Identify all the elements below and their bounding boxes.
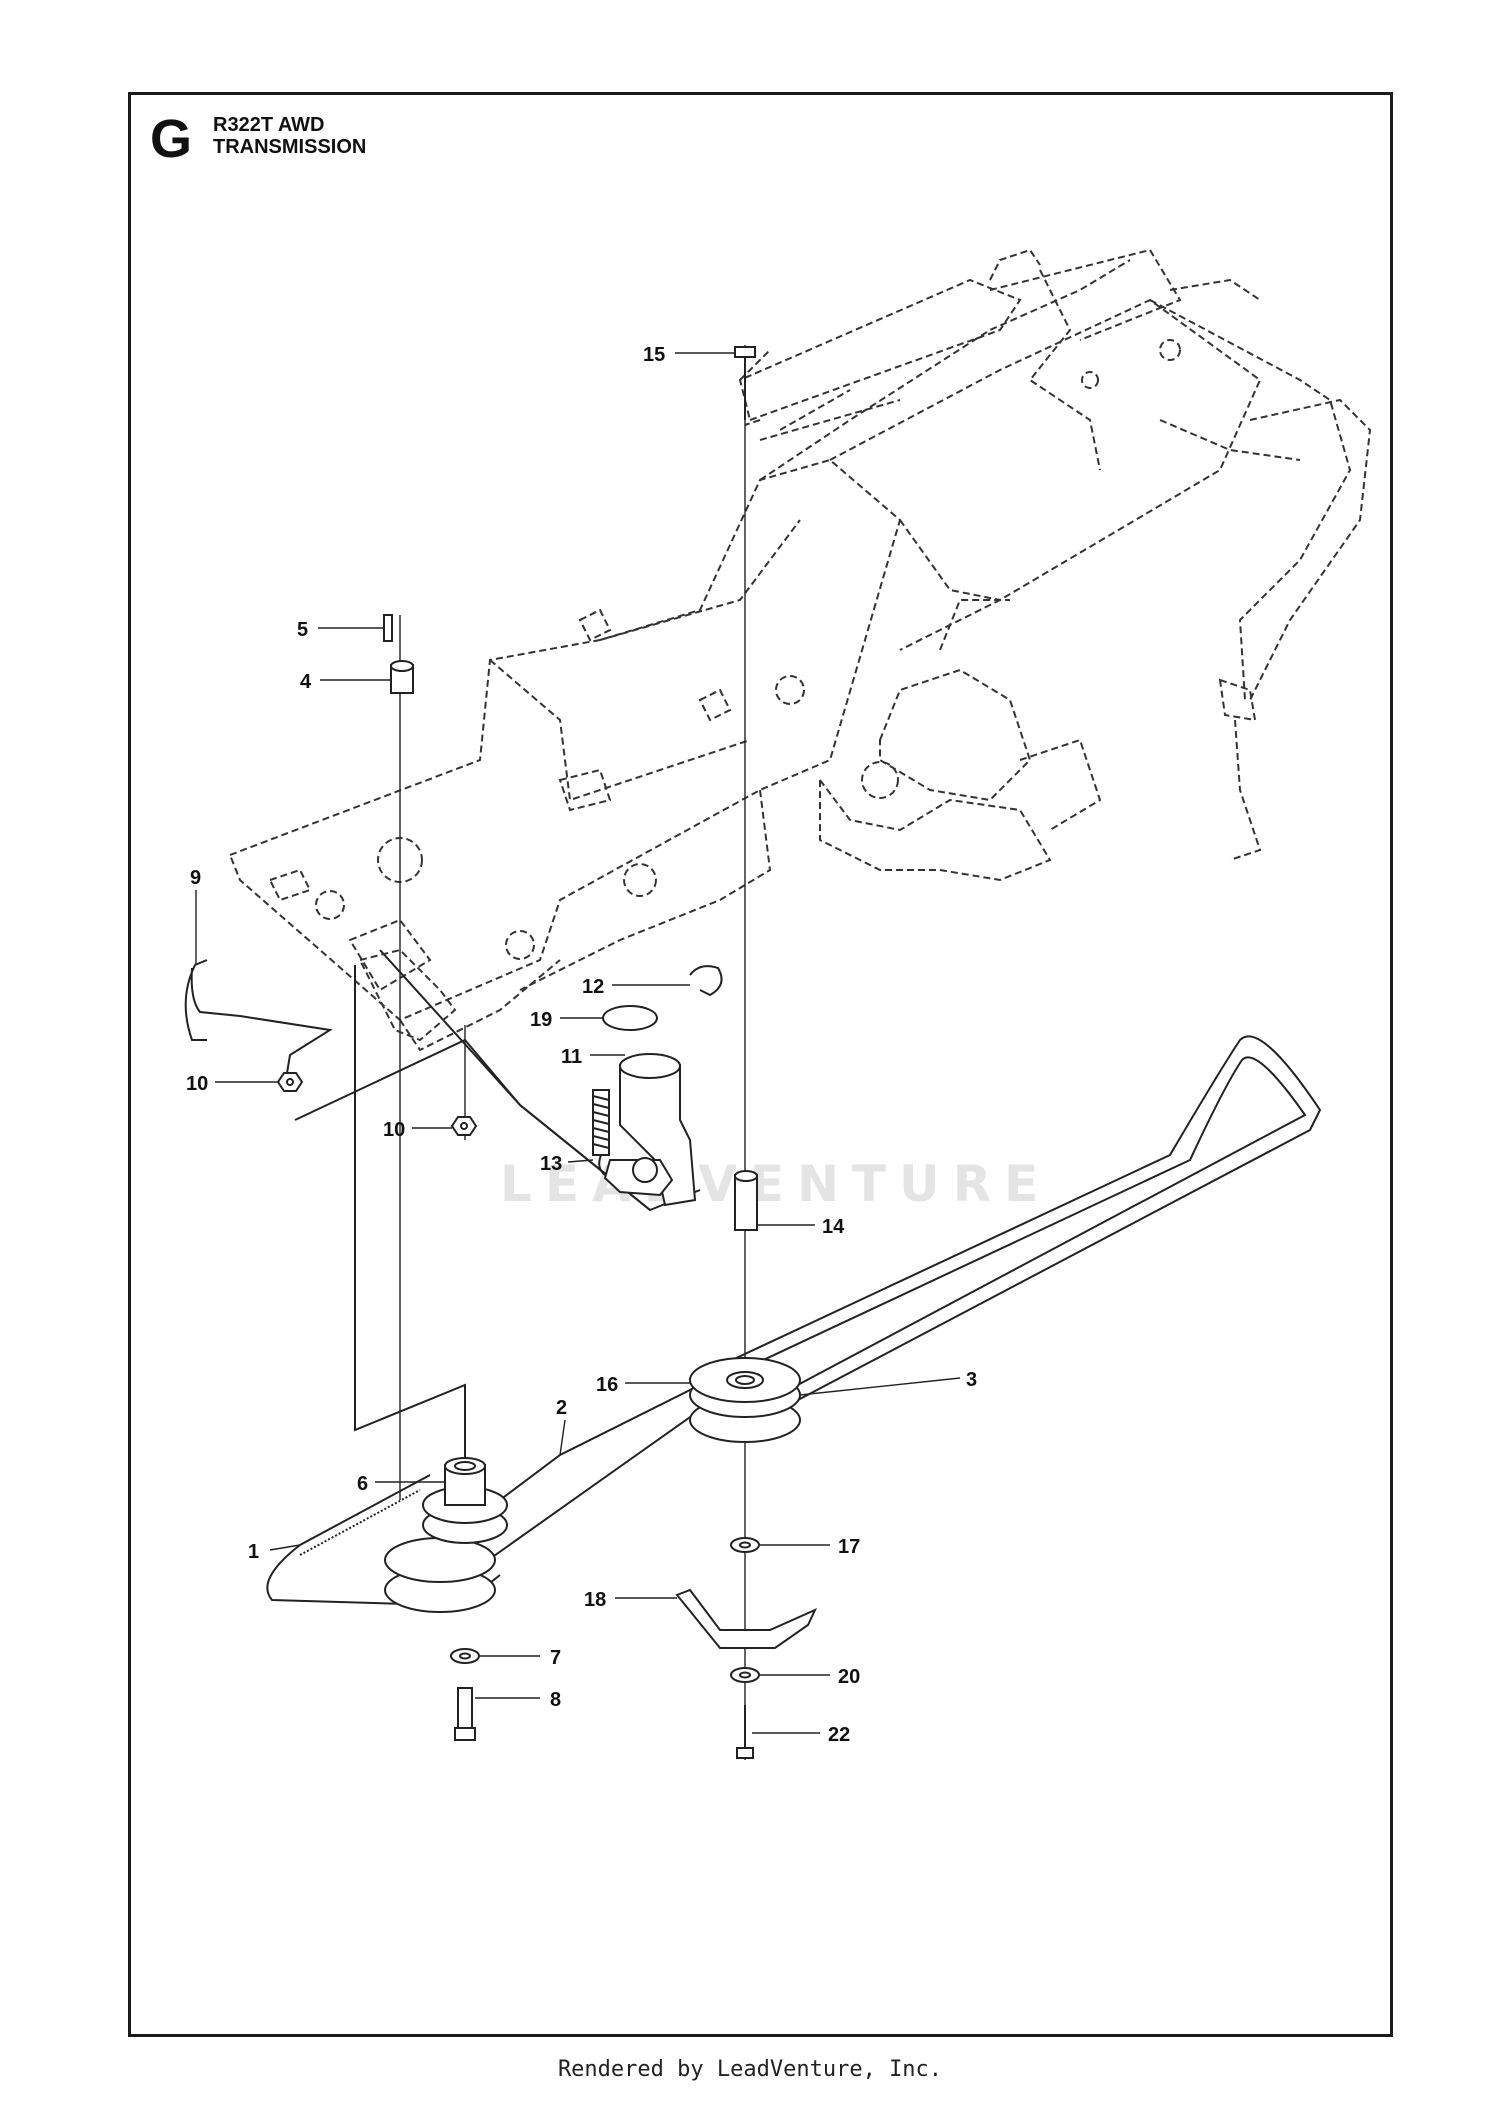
- part-10-nut-left: [276, 1072, 304, 1092]
- part-7-washer: [450, 1648, 480, 1664]
- part-14-spacer: [734, 1170, 758, 1231]
- watermark-text: LEADVENTURE: [500, 1155, 1052, 1213]
- callout-7: 7: [550, 1647, 561, 1669]
- callout-2: 2: [556, 1397, 567, 1419]
- part-11-idler-arm: [603, 1053, 697, 1207]
- callout-22: 22: [828, 1724, 850, 1746]
- callout-1: 1: [248, 1541, 259, 1563]
- part-6-drive-pulley: [384, 1457, 508, 1613]
- part-8-bolt: [454, 1687, 476, 1741]
- diagram-frame: [128, 92, 1393, 2037]
- callout-20: 20: [838, 1666, 860, 1688]
- callout-8: 8: [550, 1689, 561, 1711]
- callout-13: 13: [540, 1153, 562, 1175]
- callout-11: 11: [561, 1046, 582, 1068]
- section-letter: G: [150, 109, 193, 169]
- part-4-bushing: [390, 660, 414, 694]
- callout-12: 12: [582, 976, 604, 998]
- part-13-spring: [592, 1089, 610, 1176]
- callout-leaders: [195, 352, 961, 1734]
- callout-5: 5: [297, 619, 308, 641]
- part-16-idler-pulley: [689, 1357, 801, 1443]
- callout-14: 14: [822, 1216, 845, 1238]
- callout-19: 19: [530, 1009, 552, 1031]
- part-20-washer: [730, 1667, 760, 1683]
- part-3-belt-inner: [709, 1056, 1307, 1406]
- diagram-title: R322T AWD TRANSMISSION: [213, 114, 366, 158]
- part-18-bracket: [675, 1588, 818, 1649]
- part-17-washer: [730, 1537, 760, 1553]
- callout-16: 16: [596, 1374, 618, 1396]
- model-name: R322T AWD: [213, 114, 325, 136]
- callout-4: 4: [300, 671, 312, 693]
- callout-10a: 10: [186, 1073, 208, 1095]
- part-19-cap: [602, 1005, 658, 1031]
- assembly-name: TRANSMISSION: [213, 136, 367, 158]
- callout-17: 17: [838, 1536, 860, 1558]
- callout-labels: 1 2 3 4 5 6 7 8 9 10 10 11 12 13 14 15 1…: [186, 344, 977, 1746]
- callout-9: 9: [190, 867, 201, 889]
- part-10-nut-right: [450, 1116, 478, 1136]
- part-15-bolt: [734, 346, 756, 420]
- mounting-bracket: [358, 948, 457, 1042]
- part-9-rod: [184, 959, 333, 1086]
- callout-18: 18: [584, 1589, 606, 1611]
- part-22-bolt: [736, 1705, 754, 1759]
- callout-3: 3: [966, 1369, 977, 1391]
- chassis-frame: [228, 248, 1372, 1052]
- part-5-pin: [383, 614, 393, 642]
- assembly-lines: [294, 345, 746, 1760]
- part-1-belt-teeth: [299, 1489, 421, 1556]
- footer-credit: Rendered by LeadVenture, Inc.: [557, 2057, 943, 2082]
- callout-15: 15: [643, 344, 665, 366]
- callout-6: 6: [357, 1473, 368, 1495]
- part-3-belt: [699, 1035, 1322, 1421]
- part-12-e-clip: [689, 965, 723, 997]
- callout-10b: 10: [383, 1119, 405, 1141]
